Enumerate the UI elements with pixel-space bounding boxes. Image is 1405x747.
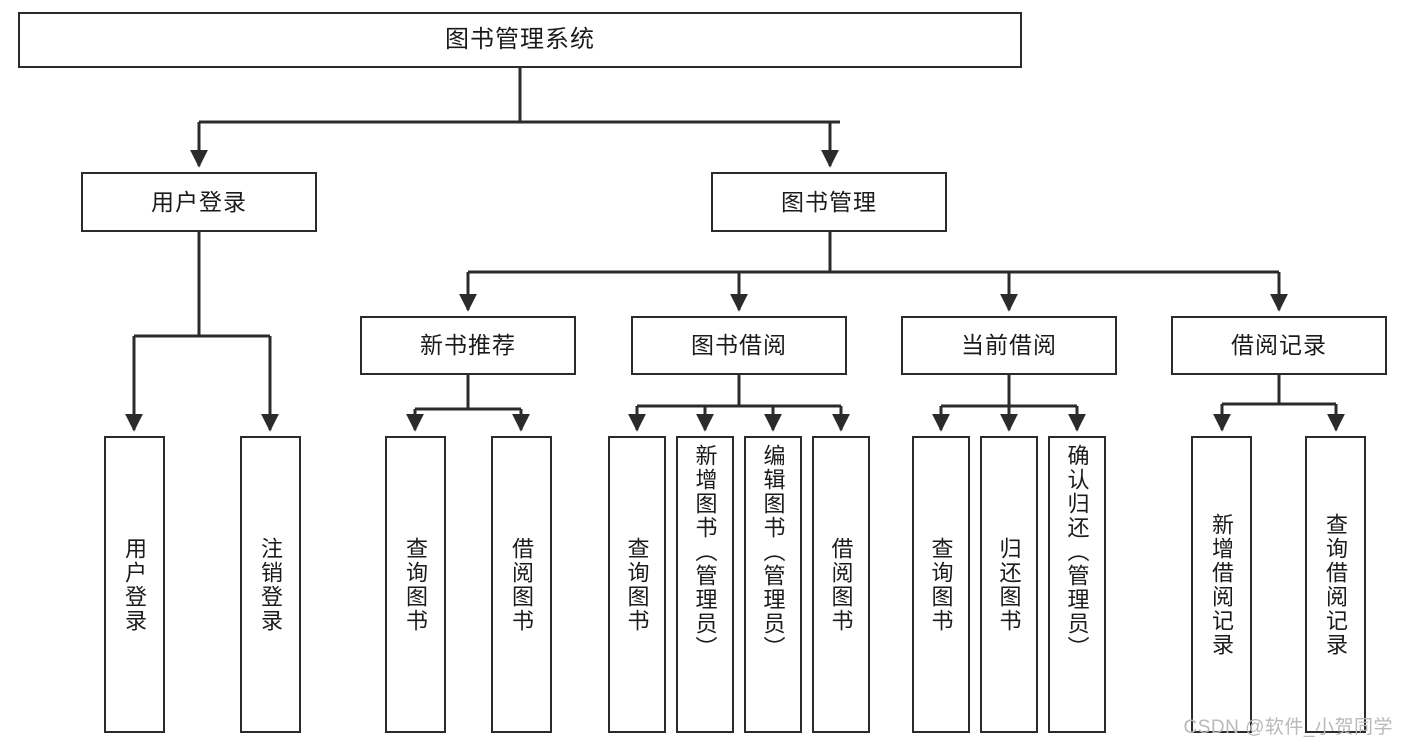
node-leaf-add-borrow-record[interactable]: 新增借阅记录 — [1191, 436, 1252, 733]
node-leaf-user-login[interactable]: 用户登录 — [104, 436, 165, 733]
node-leaf-query-book-current[interactable]: 查询图书 — [912, 436, 970, 733]
node-leaf-query-book-newbook[interactable]: 查询图书 — [385, 436, 446, 733]
node-leaf-query-book-borrow[interactable]: 查询图书 — [608, 436, 666, 733]
node-new-book-recommend[interactable]: 新书推荐 — [360, 316, 576, 375]
node-label: 借阅记录 — [1231, 332, 1327, 359]
node-label: 注销登录 — [258, 536, 284, 633]
node-label: 借阅图书 — [828, 536, 854, 633]
node-leaf-query-borrow-record[interactable]: 查询借阅记录 — [1305, 436, 1366, 733]
node-leaf-borrow-book[interactable]: 借阅图书 — [812, 436, 870, 733]
node-user-login[interactable]: 用户登录 — [81, 172, 317, 232]
node-leaf-borrow-book-newbook[interactable]: 借阅图书 — [491, 436, 552, 733]
node-label: 查询借阅记录 — [1323, 512, 1349, 657]
node-label: 图书管理 — [781, 188, 877, 215]
node-label: 当前借阅 — [961, 332, 1057, 359]
node-label: 用户登录 — [122, 536, 148, 633]
watermark: CSDN @软件_小贺同学 — [1183, 717, 1393, 738]
node-leaf-logout[interactable]: 注销登录 — [240, 436, 301, 733]
node-label: 用户登录 — [151, 188, 247, 215]
node-label: 新书推荐 — [420, 332, 516, 359]
node-leaf-return-book[interactable]: 归还图书 — [980, 436, 1038, 733]
node-borrow-record[interactable]: 借阅记录 — [1171, 316, 1387, 375]
node-label: 归还图书 — [996, 536, 1022, 633]
node-label: 编辑图书（管理员） — [760, 444, 786, 660]
node-label: 查询图书 — [624, 536, 650, 633]
node-label: 查询图书 — [403, 536, 429, 633]
node-label: 图书管理系统 — [445, 26, 595, 53]
node-label: 新增图书（管理员） — [692, 444, 718, 660]
node-leaf-add-book-admin[interactable]: 新增图书（管理员） — [676, 436, 734, 733]
node-label: 借阅图书 — [509, 536, 535, 633]
node-leaf-edit-book-admin[interactable]: 编辑图书（管理员） — [744, 436, 802, 733]
node-leaf-confirm-return-admin[interactable]: 确认归还（管理员） — [1048, 436, 1106, 733]
node-book-management[interactable]: 图书管理 — [711, 172, 947, 232]
node-root-system[interactable]: 图书管理系统 — [18, 12, 1022, 68]
node-label: 查询图书 — [928, 536, 954, 633]
node-label: 新增借阅记录 — [1209, 512, 1235, 657]
node-current-borrow[interactable]: 当前借阅 — [901, 316, 1117, 375]
node-label: 图书借阅 — [691, 332, 787, 359]
node-label: 确认归还（管理员） — [1064, 444, 1090, 660]
node-book-borrow[interactable]: 图书借阅 — [631, 316, 847, 375]
